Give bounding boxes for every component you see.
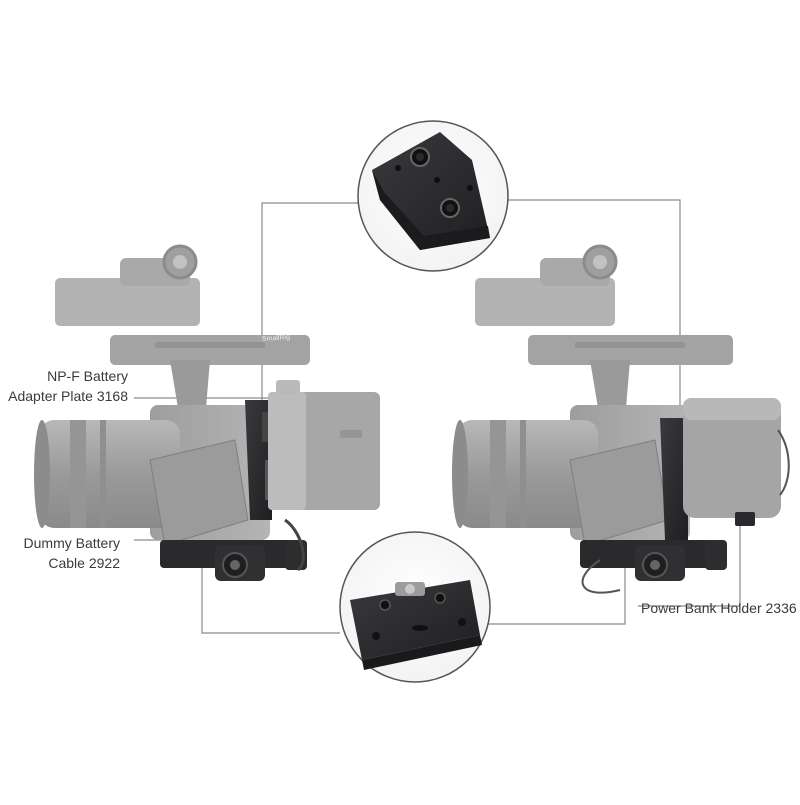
bottom-bracket-line-right (488, 565, 626, 625)
dummy-battery-label: Dummy Battery Cable 2922 (24, 533, 120, 573)
dummy-battery-label-line1: Dummy Battery (23, 535, 120, 551)
power-bank-label: Power Bank Holder 2336 (641, 600, 797, 616)
right-top-handle (528, 335, 733, 365)
dummy-battery-label-line2: Cable 2922 (48, 555, 120, 571)
top-detail-circle (357, 120, 509, 272)
power-bank (683, 398, 781, 518)
right-monitor-top (475, 278, 615, 326)
right-camera-rig (452, 244, 790, 594)
npf-battery-label: NP-F Battery Adapter Plate 3168 (8, 366, 128, 406)
top-bracket-line (261, 202, 358, 450)
bottom-detail-circle (339, 531, 491, 683)
bottom-bracket-line (201, 568, 340, 634)
left-camera-rig (34, 244, 380, 581)
npf-battery-label-line1: NP-F Battery (47, 368, 128, 384)
left-monitor-top (55, 278, 200, 326)
npf-battery-label-line2: Adapter Plate 3168 (8, 388, 128, 404)
right-cage-bracket (660, 418, 688, 540)
